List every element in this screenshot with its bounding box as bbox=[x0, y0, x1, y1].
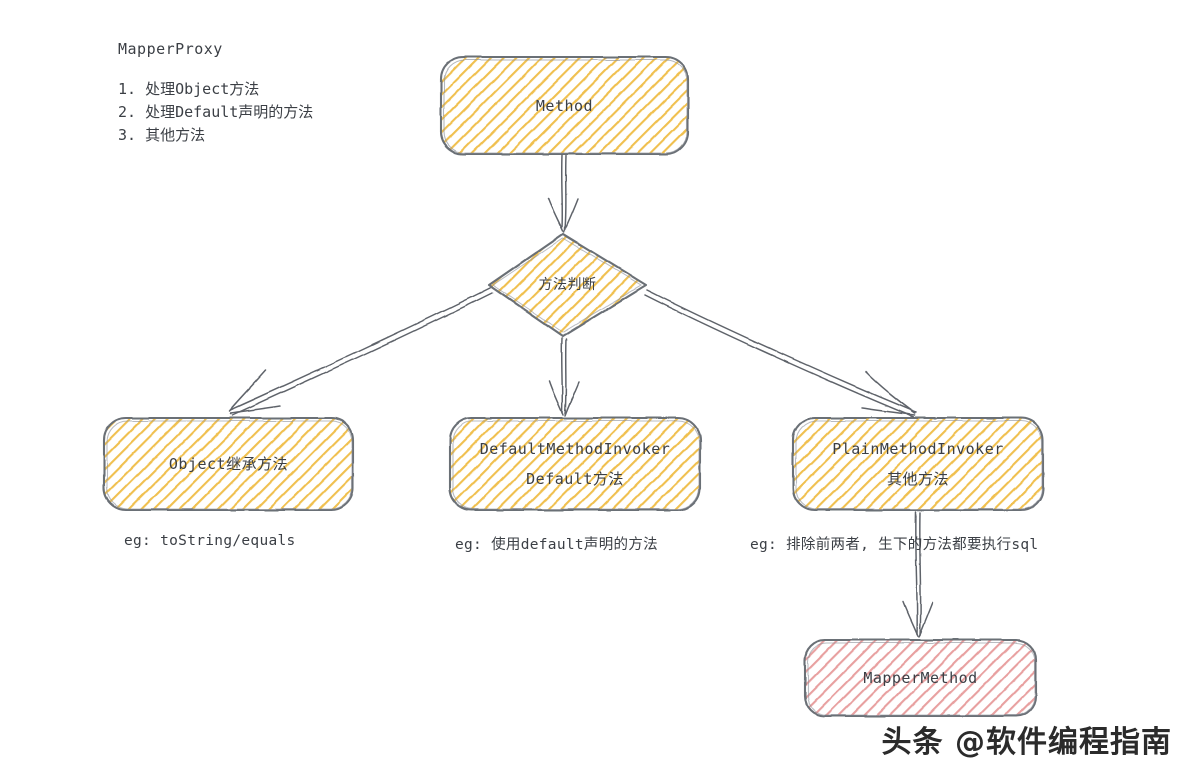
node-decision[interactable]: 方法判断 bbox=[489, 234, 646, 336]
node-plain-branch[interactable]: PlainMethodInvoker 其他方法 bbox=[793, 418, 1043, 510]
node-method[interactable]: Method bbox=[441, 57, 688, 154]
edge-method-to-decision bbox=[547, 154, 579, 233]
node-decision-shape bbox=[487, 232, 648, 338]
caption-object-eg: eg: toString/equals bbox=[124, 533, 296, 549]
node-default-branch[interactable]: DefaultMethodInvoker Default方法 bbox=[450, 418, 700, 510]
node-default-branch-label-line2: Default方法 bbox=[526, 470, 624, 488]
node-plain-branch-label-line1: PlainMethodInvoker bbox=[832, 440, 1004, 458]
node-object-branch[interactable]: Object继承方法 bbox=[104, 418, 353, 510]
node-object-branch-shape bbox=[102, 416, 355, 512]
edge-plain-to-mapper-method bbox=[902, 511, 934, 638]
edge-decision-to-object bbox=[228, 287, 493, 416]
node-default-branch-label-line1: DefaultMethodInvoker bbox=[479, 440, 671, 458]
node-object-branch-label: Object继承方法 bbox=[168, 455, 289, 473]
legend-block: MapperProxy 1. 处理Object方法 2. 处理Default声明… bbox=[118, 40, 313, 147]
legend-item-3: 3. 其他方法 bbox=[118, 126, 206, 144]
node-method-shape bbox=[439, 55, 690, 156]
node-decision-label: 方法判断 bbox=[538, 277, 597, 293]
node-mapper-method[interactable]: MapperMethod bbox=[805, 640, 1036, 716]
caption-plain-eg: eg: 排除前两者, 生下的方法都要执行sql bbox=[750, 537, 1039, 553]
edge-decision-to-default bbox=[548, 337, 580, 417]
legend-title: MapperProxy bbox=[118, 40, 223, 58]
legend-item-1: 1. 处理Object方法 bbox=[118, 80, 260, 98]
node-plain-branch-shape bbox=[791, 416, 1045, 512]
node-plain-branch-label-line2: 其他方法 bbox=[886, 470, 949, 488]
node-mapper-method-label: MapperMethod bbox=[863, 669, 978, 687]
watermark: 头条 @软件编程指南 bbox=[881, 725, 1172, 760]
node-mapper-method-shape bbox=[803, 638, 1038, 718]
node-default-branch-shape bbox=[448, 416, 702, 512]
node-method-label: Method bbox=[535, 96, 594, 115]
edge-decision-to-plain bbox=[644, 289, 917, 418]
caption-default-eg: eg: 使用default声明的方法 bbox=[455, 537, 658, 553]
legend-item-2: 2. 处理Default声明的方法 bbox=[118, 103, 314, 121]
